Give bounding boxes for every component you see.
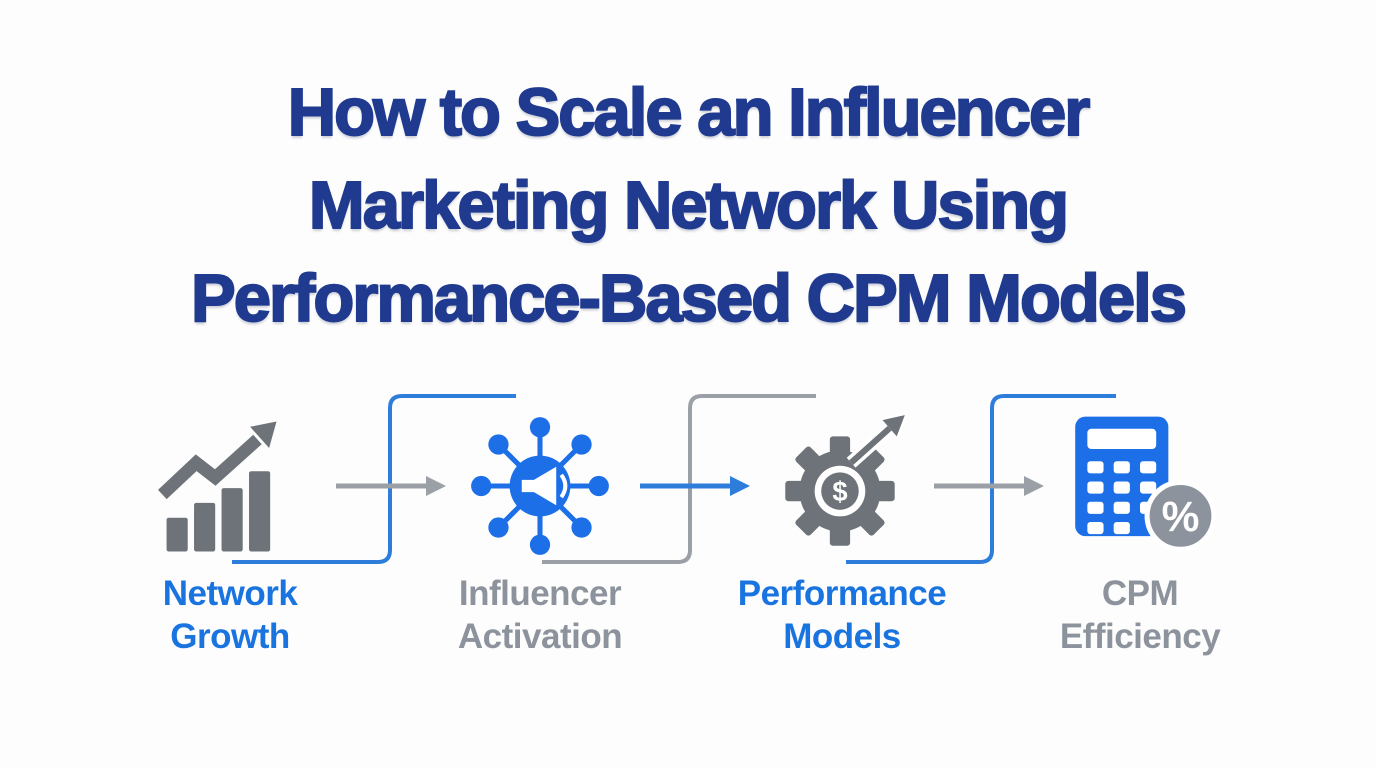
step-label: Influencer Activation bbox=[390, 572, 690, 658]
connector-step2-to-step3 bbox=[542, 394, 816, 564]
gear-icon: $ bbox=[785, 436, 895, 546]
gear-dollar-target-icon: $ bbox=[785, 411, 909, 546]
step-label: CPM Efficiency bbox=[990, 572, 1290, 658]
step-icon-wrap: % bbox=[990, 400, 1290, 572]
connector-step1-to-step2 bbox=[232, 394, 516, 564]
percent-glyph: % bbox=[1162, 494, 1200, 541]
step-label-line-2: Activation bbox=[457, 617, 623, 656]
bar-chart-growth-icon bbox=[158, 421, 277, 552]
step-influencer-activation: Influencer Activation bbox=[390, 400, 690, 658]
page-title: How to Scale an Influencer Marketing Net… bbox=[0, 66, 1376, 345]
dollar-glyph: $ bbox=[832, 476, 847, 507]
arrow-step1-to-step2 bbox=[336, 476, 446, 496]
step-label-line-1: CPM bbox=[1101, 574, 1179, 613]
step-icon-wrap: $ bbox=[692, 400, 992, 572]
step-performance-models: $ Performance Models bbox=[692, 400, 992, 658]
step-label-line-2: Efficiency bbox=[1059, 617, 1221, 656]
step-label-line-2: Models bbox=[783, 617, 901, 656]
arrowhead-icon bbox=[1024, 476, 1044, 496]
arrowhead-icon bbox=[426, 476, 446, 496]
percent-badge-icon: % bbox=[1144, 479, 1217, 552]
calculator-percent-icon: % bbox=[1075, 416, 1217, 552]
step-label-line-2: Growth bbox=[170, 617, 290, 656]
step-icon-wrap bbox=[80, 400, 380, 572]
step-label: Performance Models bbox=[692, 572, 992, 658]
arrow-step2-to-step3 bbox=[640, 476, 750, 496]
step-cpm-efficiency: % CPM Efficiency bbox=[990, 400, 1290, 658]
calculator-icon bbox=[1075, 416, 1169, 537]
connector-step3-to-step4 bbox=[846, 394, 1116, 564]
step-icon-wrap bbox=[390, 400, 690, 572]
bar-chart-bars bbox=[166, 471, 271, 552]
title-line-3: Performance-Based CPM Models bbox=[190, 260, 1188, 337]
step-label: Network Growth bbox=[80, 572, 380, 658]
step-network-growth: Network Growth bbox=[80, 400, 380, 658]
title-line-1: How to Scale an Influencer bbox=[287, 74, 1092, 151]
megaphone-icon bbox=[521, 466, 568, 506]
growth-arrow bbox=[158, 421, 277, 500]
arrow-step3-to-step4 bbox=[934, 476, 1044, 496]
hub-nodes bbox=[471, 417, 609, 555]
network-hub-megaphone-icon bbox=[471, 417, 609, 555]
step-label-line-1: Network bbox=[162, 574, 298, 613]
title-line-2: Marketing Network Using bbox=[308, 167, 1070, 244]
arrowhead-icon bbox=[730, 476, 750, 496]
step-label-line-1: Performance bbox=[737, 574, 947, 613]
step-label-line-1: Influencer bbox=[458, 574, 622, 613]
